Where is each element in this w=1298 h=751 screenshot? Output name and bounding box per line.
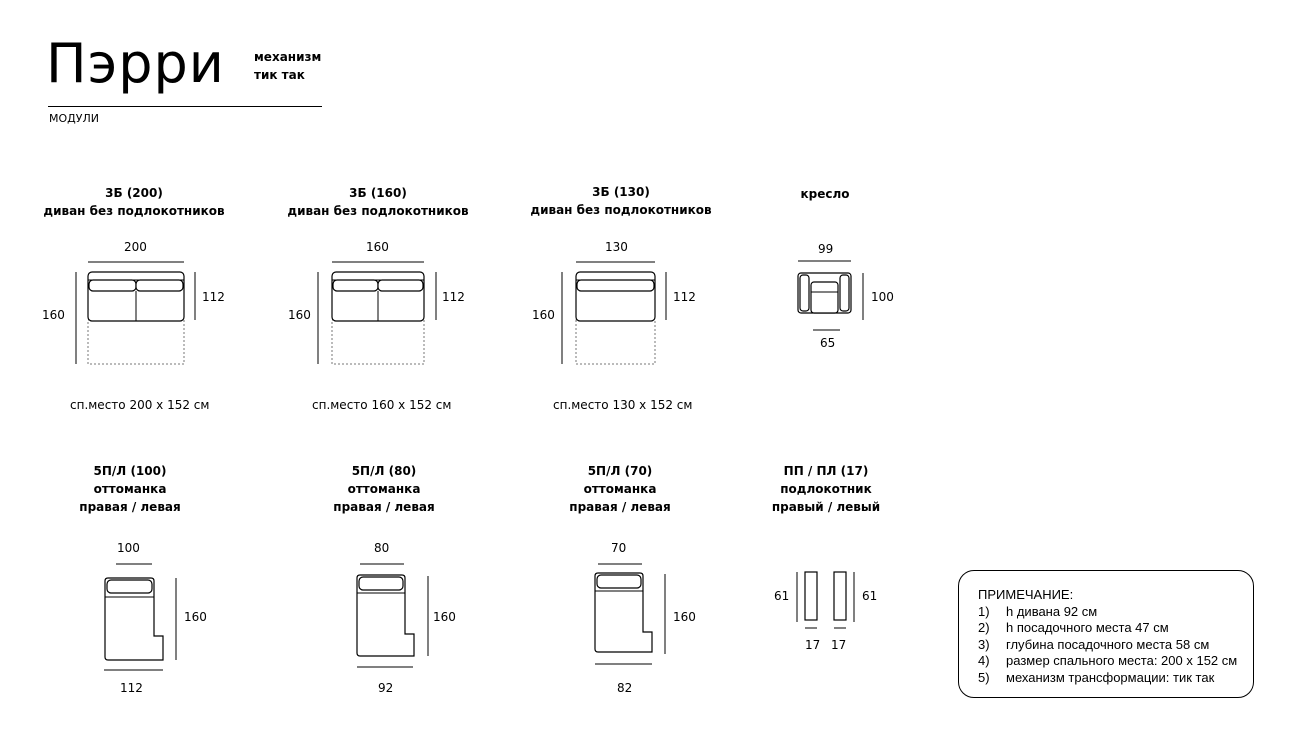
dim-left-width: 17: [805, 638, 821, 652]
note-item: 5) механизм трансформации: тик так: [978, 670, 1253, 687]
dim-length: 160: [184, 610, 207, 624]
module-code: 5П/Л (70): [587, 464, 653, 478]
header-divider: [48, 106, 322, 107]
module-code: 3Б (160): [349, 186, 407, 200]
module-name: оттоманка: [93, 482, 167, 496]
module-code: кресло: [800, 187, 850, 201]
module-side: правый / левый: [771, 500, 881, 514]
dim-top: 100: [117, 541, 140, 555]
dim-top: 80: [374, 541, 390, 555]
armrests-drawing: [796, 571, 855, 629]
dim-width: 130: [605, 240, 628, 254]
ottoman-80-drawing: [356, 563, 429, 668]
module-name: диван без подлокотников: [530, 203, 712, 217]
dim-top: 70: [611, 541, 627, 555]
module-name: диван без подлокотников: [43, 204, 225, 218]
note-item: 2) h посадочного места 47 см: [978, 620, 1253, 637]
dim-depth: 160: [288, 308, 311, 322]
note-item-text: h дивана 92 см: [1006, 603, 1098, 619]
module-code: 3Б (200): [105, 186, 163, 200]
module-sofa-200-title: 3Б (200) диван без подлокотников: [34, 184, 234, 220]
note-item: 3) глубина посадочного места 58 см: [978, 637, 1253, 654]
note-item-number: 4): [978, 653, 990, 668]
dim-right-width: 17: [831, 638, 847, 652]
module-side: правая / левая: [569, 500, 671, 514]
dim-width: 200: [124, 240, 147, 254]
note-item-text: h посадочного места 47 см: [1006, 620, 1169, 635]
dim-right-height: 61: [862, 589, 878, 603]
note-item-number: 1): [978, 603, 990, 619]
brand-title: Пэрри: [46, 32, 225, 95]
dim-length: 160: [433, 610, 456, 624]
mechanism-label: механизм тик так: [254, 48, 321, 84]
sleep-area: сп.место 160 х 152 см: [312, 398, 452, 412]
module-code: ПП / ПЛ (17): [783, 464, 869, 478]
note-item: 1) h дивана 92 см: [978, 604, 1253, 621]
module-name: подлокотник: [780, 482, 872, 496]
sleep-area: сп.место 130 х 152 см: [553, 398, 693, 412]
module-sofa-130-title: 3Б (130) диван без подлокотников: [521, 183, 721, 219]
module-code: 5П/Л (100): [93, 464, 167, 478]
section-subtitle: МОДУЛИ: [49, 112, 99, 125]
note-item-number: 2): [978, 620, 990, 635]
module-name: оттоманка: [583, 482, 657, 496]
dim-height: 100: [871, 290, 894, 304]
module-side: правая / левая: [333, 500, 435, 514]
module-name: оттоманка: [347, 482, 421, 496]
dim-width: 160: [366, 240, 389, 254]
sofa-200-drawing: [75, 261, 196, 365]
note-title: ПРИМЕЧАНИЕ:: [978, 587, 1074, 602]
ottoman-70-drawing: [594, 563, 666, 665]
note-item: 4) размер спального места: 200 х 152 см: [978, 653, 1253, 670]
dim-seat: 65: [820, 336, 836, 350]
dim-bottom: 92: [378, 681, 394, 695]
dim-height: 112: [673, 290, 696, 304]
note-item-number: 5): [978, 669, 990, 685]
mechanism-line-2: тик так: [254, 68, 305, 82]
note-item-text: глубина посадочного места 58 см: [1006, 636, 1210, 652]
dim-length: 160: [673, 610, 696, 624]
dim-width: 99: [818, 242, 834, 256]
dim-height: 112: [202, 290, 225, 304]
sleep-area: сп.место 200 х 152 см: [70, 398, 210, 412]
module-code: 3Б (130): [592, 185, 650, 199]
module-side: правая / левая: [79, 500, 181, 514]
module-code: 5П/Л (80): [351, 464, 417, 478]
module-ottoman-70-title: 5П/Л (70) оттоманка правая / левая: [540, 462, 700, 516]
module-ottoman-80-title: 5П/Л (80) оттоманка правая / левая: [304, 462, 464, 516]
mechanism-line-1: механизм: [254, 50, 322, 64]
dim-depth: 160: [532, 308, 555, 322]
dim-height: 112: [442, 290, 465, 304]
module-name: диван без подлокотников: [287, 204, 469, 218]
dim-left-height: 61: [774, 589, 790, 603]
dim-bottom: 82: [617, 681, 633, 695]
ottoman-100-drawing: [104, 563, 177, 671]
module-ottoman-100-title: 5П/Л (100) оттоманка правая / левая: [50, 462, 210, 516]
module-armrest-title: ПП / ПЛ (17) подлокотник правый / левый: [745, 462, 907, 516]
sofa-130-drawing: [561, 261, 667, 365]
sofa-160-drawing: [317, 261, 437, 365]
note-item-text: размер спального места: 200 х 152 см: [1006, 653, 1238, 668]
note-box: ПРИМЕЧАНИЕ: 1) h дивана 92 см 2) h посадоч…: [958, 570, 1254, 698]
dim-depth: 160: [42, 308, 65, 322]
dim-bottom: 112: [120, 681, 143, 695]
armchair-drawing: [797, 260, 864, 331]
module-sofa-160-title: 3Б (160) диван без подлокотников: [278, 184, 478, 220]
note-item-number: 3): [978, 636, 990, 652]
note-item-text: механизм трансформации: тик так: [1006, 669, 1215, 685]
module-armchair-title: кресло: [765, 185, 885, 203]
